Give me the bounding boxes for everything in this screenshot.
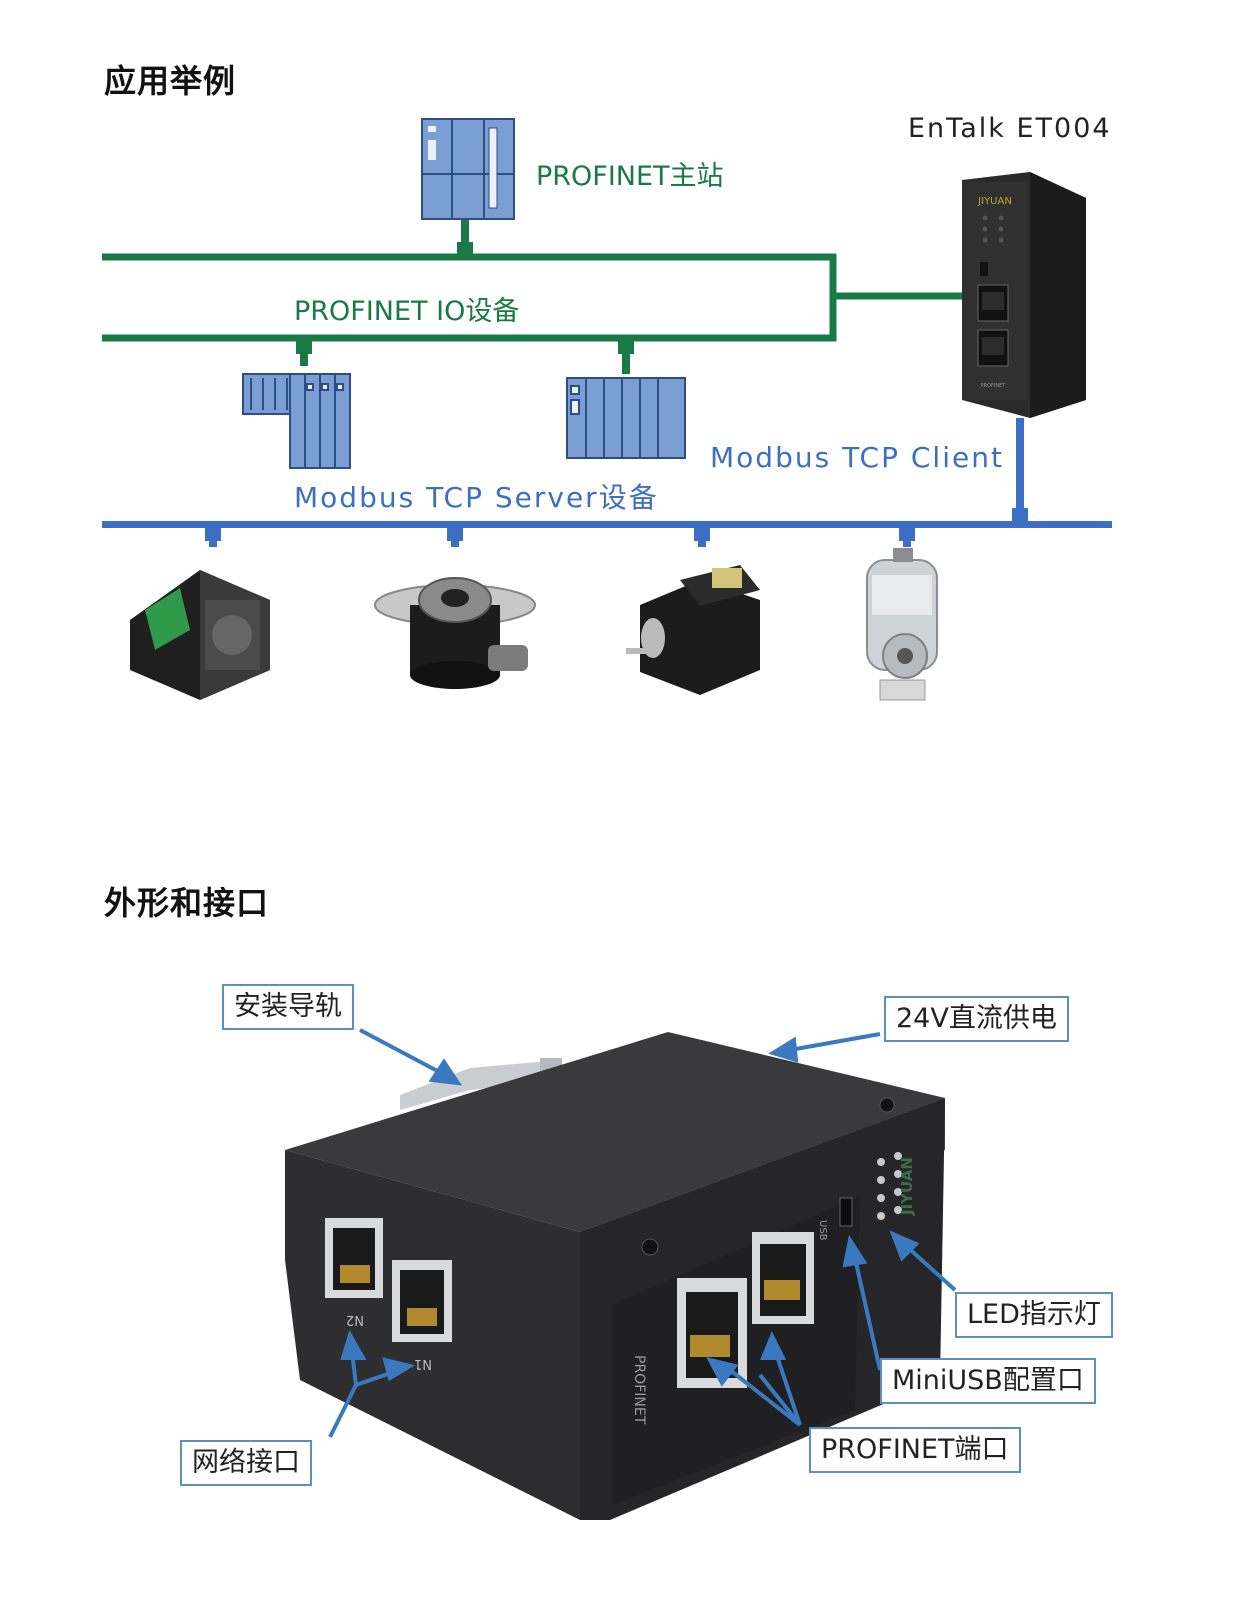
io-device-2-icon — [566, 377, 686, 459]
hollow-shaft-encoder-icon — [374, 577, 536, 689]
section-title-appearance: 外形和接口 — [104, 884, 270, 922]
callout-din-rail: 安装导轨 — [222, 984, 354, 1030]
profinet-port-2 — [752, 1232, 814, 1324]
profinet-port-1 — [677, 1278, 747, 1388]
integrated-servo-motor-icon — [626, 565, 760, 695]
screw — [641, 1238, 659, 1256]
network-port-n1 — [392, 1260, 452, 1342]
modbus-bus — [102, 418, 1112, 547]
stepper-driver-motor-icon — [130, 570, 270, 700]
absolute-encoder-icon — [866, 548, 938, 701]
et004-gateway-icon: JIYUAN PROFINET — [962, 172, 1086, 418]
miniusb-port — [839, 1197, 853, 1227]
section-title-application: 应用举例 — [104, 62, 237, 100]
profinet-taps — [296, 220, 634, 374]
port-label-n2: N2 — [346, 1312, 364, 1327]
callout-miniusb: MiniUSB配置口 — [880, 1358, 1096, 1404]
device-top-face — [285, 1032, 945, 1232]
screw — [879, 1097, 895, 1113]
callout-profinet-port: PROFINET端口 — [809, 1427, 1021, 1473]
led-array — [877, 1152, 902, 1220]
profinet-io-label: PROFINET IO设备 — [294, 296, 520, 327]
callout-network-port: 网络接口 — [180, 1440, 312, 1486]
modbus-client-label: Modbus TCP Client — [710, 441, 1004, 474]
device-port-text: PROFINET — [981, 383, 1007, 389]
callout-arrows — [328, 1028, 957, 1438]
network-port-n2 — [325, 1218, 383, 1298]
callout-power: 24V直流供电 — [884, 996, 1069, 1042]
modbus-server-label: Modbus TCP Server设备 — [294, 481, 659, 514]
plc-master-icon — [421, 118, 515, 220]
product-brand-text: JIYUAN — [898, 1157, 916, 1216]
device-brand-text: JIYUAN — [977, 196, 1012, 207]
device-name-label: EnTalk ET004 — [908, 113, 1112, 144]
io-device-1-icon — [242, 373, 351, 469]
profinet-side-text: PROFINET — [631, 1355, 647, 1425]
usb-label: USB — [817, 1220, 828, 1241]
callout-led: LED指示灯 — [955, 1292, 1113, 1338]
port-label-n1: N1 — [414, 1356, 432, 1371]
profinet-master-label: PROFINET主站 — [536, 161, 724, 192]
profinet-bus — [102, 253, 966, 342]
